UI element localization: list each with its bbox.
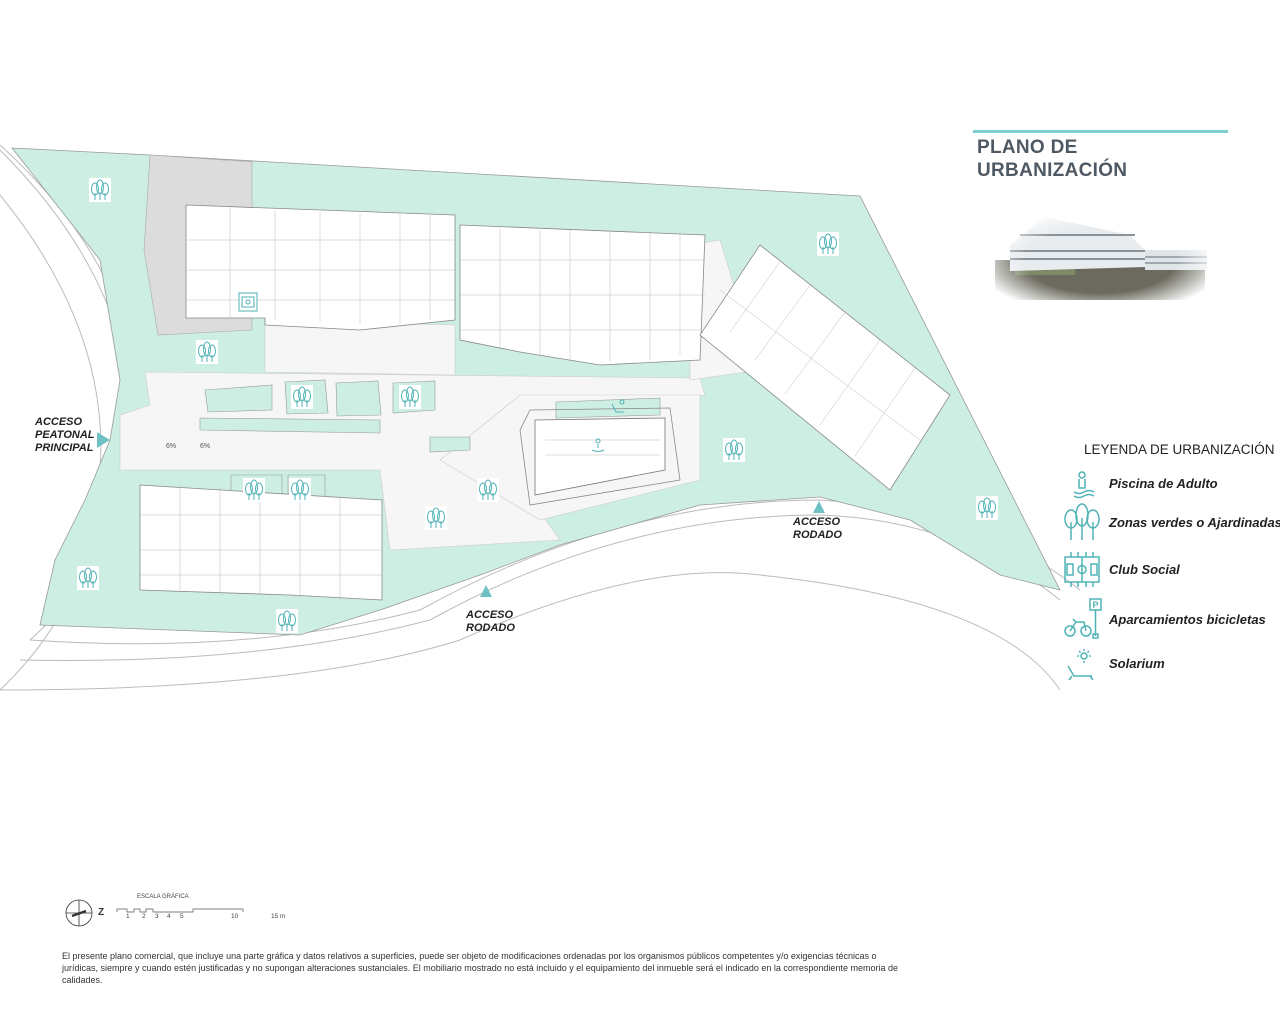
vehicle-access-label: ACCESO RODADO	[466, 609, 515, 635]
tree-icon	[195, 339, 219, 365]
tree-icon	[476, 477, 500, 503]
vehicle-access-arrow	[480, 585, 492, 597]
scale-tick: 4	[167, 913, 171, 920]
label-line: PEATONAL	[35, 429, 95, 441]
interior-walls	[140, 205, 921, 600]
scale-tick: 5	[180, 913, 184, 920]
tree-icon	[722, 437, 746, 463]
vehicle-access-arrow	[813, 501, 825, 513]
building-photo	[985, 205, 1215, 305]
tree-icon	[975, 495, 999, 521]
trees-icon	[1064, 503, 1100, 540]
svg-text:P: P	[1093, 600, 1099, 610]
label-line: RODADO	[793, 529, 842, 541]
pedestrian-access-arrow	[97, 432, 110, 448]
scale-tick: 10	[231, 913, 239, 920]
bicycle-parking-icon: P	[1064, 598, 1102, 639]
pool	[534, 417, 666, 496]
legend-label: Solarium	[1109, 656, 1165, 671]
slope-label: 6%	[200, 443, 211, 450]
label-line: ACCESO	[466, 609, 514, 621]
scale-bar	[116, 908, 244, 913]
legend-label: Aparcamientos bicicletas	[1109, 612, 1266, 627]
tree-icon	[816, 231, 840, 257]
north-arrow	[65, 899, 93, 927]
legend-item-bicycle-parking: P Aparcamientos bicicletas	[1062, 598, 1280, 640]
title-rule	[973, 130, 1228, 133]
tree-icon	[242, 477, 266, 503]
access-arrows	[97, 432, 825, 597]
legend-label: Zonas verdes o Ajardinadas	[1109, 515, 1280, 530]
page-title: PLANO DE URBANIZACIÓN	[977, 136, 1127, 182]
club-social-icon	[238, 292, 258, 312]
tree-icon	[275, 608, 299, 634]
tree-icon	[76, 565, 100, 591]
pedestrian-access-label: ACCESO PEATONAL PRINCIPAL	[35, 416, 95, 455]
legend-item-solarium: Solarium	[1062, 648, 1280, 688]
tree-icon	[288, 477, 312, 503]
title-line-2: URBANIZACIÓN	[977, 160, 1128, 181]
label-line: RODADO	[466, 622, 515, 634]
north-label: Z	[98, 907, 105, 918]
label-line: ACCESO	[793, 516, 841, 528]
legend-item-green-zones: Zonas verdes o Ajardinadas	[1062, 502, 1280, 542]
scale-tick: 1	[126, 913, 130, 920]
legend-title: LEYENDA DE URBANIZACIÓN	[1084, 442, 1275, 457]
scale-tick: 2	[142, 913, 146, 920]
tree-icon	[424, 505, 448, 531]
legend-label: Club Social	[1109, 562, 1180, 577]
solarium-icon	[1067, 649, 1094, 681]
tree-icon	[88, 177, 112, 203]
scale-tick: 15 m	[271, 913, 286, 920]
pool-icon	[591, 438, 605, 452]
label-line: PRINCIPAL	[35, 442, 94, 454]
tree-icon	[398, 384, 422, 410]
label-line: ACCESO	[35, 416, 83, 428]
legend-label: Piscina de Adulto	[1109, 476, 1218, 491]
club-social-icon	[1064, 552, 1100, 587]
pool-icon	[1073, 471, 1095, 499]
scale-tick: 3	[155, 913, 159, 920]
disclaimer: El presente plano comercial, que incluye…	[62, 951, 898, 985]
solarium-icon	[611, 399, 625, 413]
legend-item-pool: Piscina de Adulto	[1062, 470, 1280, 510]
slope-label: 6%	[166, 443, 177, 450]
title-line-1: PLANO DE	[977, 137, 1078, 158]
legend-item-club-social: Club Social	[1062, 550, 1280, 590]
vehicle-access-label: ACCESO RODADO	[793, 516, 842, 542]
scale-title: ESCALA GRÁFICA	[137, 894, 189, 900]
tree-icon	[290, 384, 314, 410]
